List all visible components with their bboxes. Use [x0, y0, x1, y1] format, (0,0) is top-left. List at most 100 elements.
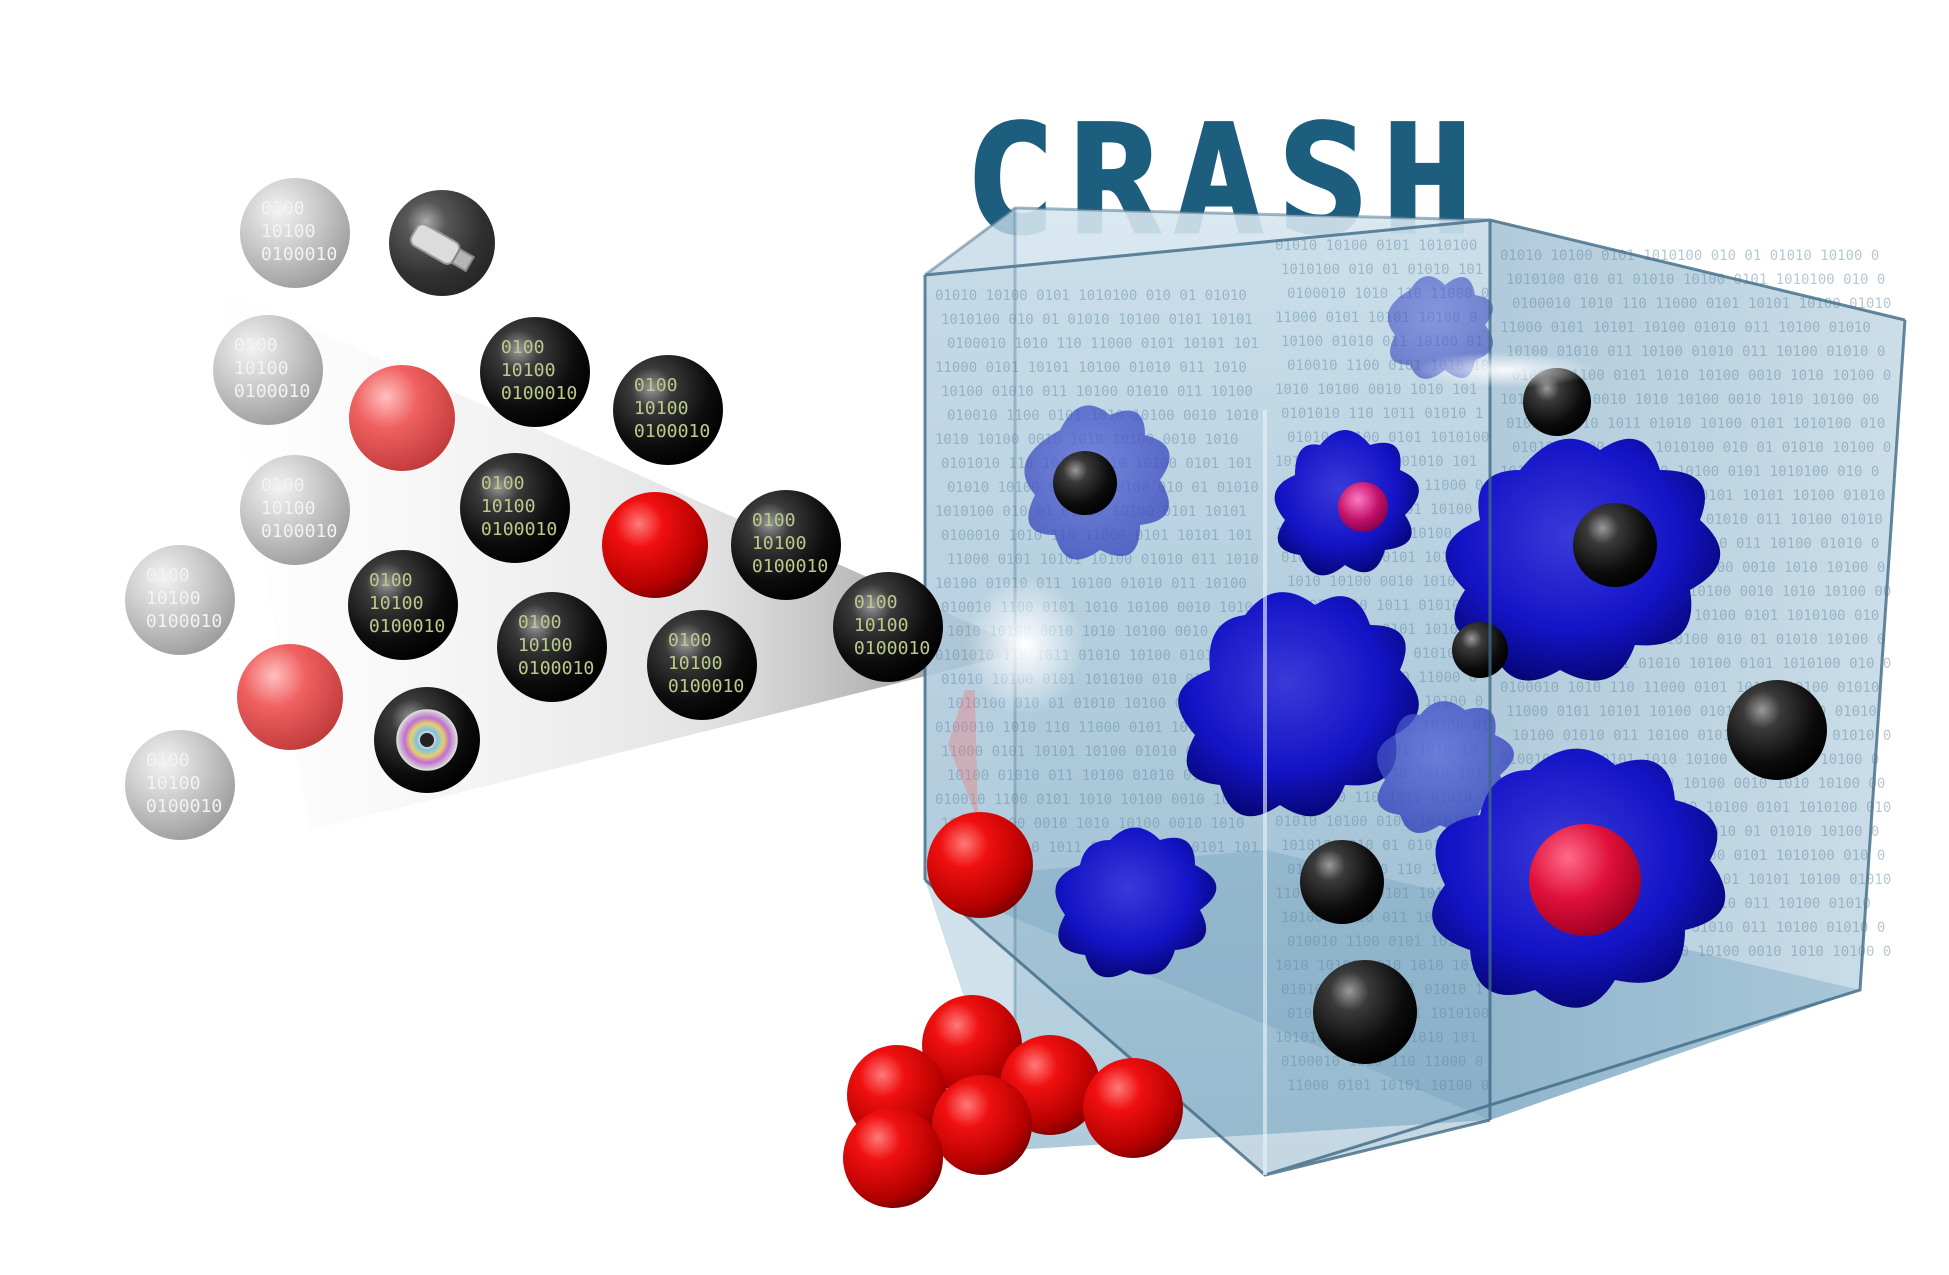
binary-digits: 0100010 — [668, 676, 744, 697]
cube-edge-shine — [1415, 352, 1595, 388]
binary-digits: 0100010 — [261, 521, 337, 542]
sphere-body — [240, 178, 350, 288]
red-motion-trail — [948, 690, 978, 820]
blob-top-faint — [1387, 276, 1493, 379]
binary-digits: 10100 — [261, 498, 316, 519]
pale-red-sphere — [237, 644, 343, 750]
binary-pattern-row: 010010 1100 0101 1010 10100 0010 1010 — [935, 792, 1247, 808]
binary-pattern-row: 1010 10100 0010 1010 101 — [1287, 574, 1489, 590]
binary-digits: 10100 — [369, 593, 424, 614]
binary-digits: 0100010 — [752, 556, 828, 577]
sphere-body — [647, 610, 757, 720]
cube-black-sphere — [1452, 622, 1508, 678]
binary-pattern-row: 10100 01010 011 10100 01010 011 10100 — [941, 384, 1253, 400]
binary-digits: 0100 — [146, 565, 190, 586]
binary-digits: 0100010 — [234, 381, 310, 402]
binary-digits: 0100010 — [854, 638, 930, 659]
binary-pattern-row: 0100010 1010 110 11000 0 — [1281, 1054, 1483, 1070]
cube-black-sphere — [1053, 451, 1117, 515]
binary-digits: 0100010 — [369, 616, 445, 637]
binary-digits: 10100 — [854, 615, 909, 636]
red-sphere — [922, 995, 1022, 1095]
binary-pattern-row: 0100010 1010 110 11000 0101 10101 10100 … — [1512, 296, 1891, 312]
outgoing-red-spheres — [843, 690, 1183, 1208]
binary-digits: 0100010 — [518, 658, 594, 679]
binary-digits: 10100 — [501, 360, 556, 381]
binary-pattern-row: 11000 0101 10101 10100 0 — [1287, 1078, 1489, 1094]
red-sphere — [932, 1075, 1032, 1175]
sphere-body — [731, 490, 841, 600]
binary-digits: 0100010 — [501, 383, 577, 404]
binary-digits: 10100 — [668, 653, 723, 674]
binary-digits: 10100 — [634, 398, 689, 419]
cube-entry-glow — [965, 575, 1085, 715]
sphere-body — [480, 317, 590, 427]
binary-digits: 0100 — [752, 510, 796, 531]
binary-digits: 0100010 — [146, 796, 222, 817]
binary-pattern-row: 10100 01010 011 10100 01010 011 10100 — [947, 768, 1259, 784]
binary-pattern-row: 0101010 110 1011 01010 10100 0101 101010… — [1506, 416, 1885, 432]
binary-digits: 0100010 — [146, 611, 222, 632]
binary-pattern-row: 0101010 110 1011 01010 1 — [1281, 406, 1483, 422]
binary-pattern-row: 0100010 1010 110 11000 0101 10101 10100 … — [1500, 680, 1879, 696]
binary-pattern-row: 10100 01010 011 10100 01010 011 10100 01… — [1506, 344, 1885, 360]
binary-digits: 10100 — [518, 635, 573, 656]
pale-red-sphere — [349, 365, 455, 471]
blob-center-big — [1178, 592, 1419, 817]
binary-pattern-row: 1010100 010 01 01010 10100 0101 10101 — [941, 312, 1253, 328]
usb-drive-sphere — [389, 190, 495, 296]
binary-pattern-row: 01010 10100 0101 1010100 010 01 01010 10… — [1500, 248, 1879, 264]
binary-digits: 0100 — [634, 375, 678, 396]
usb-drive-icon — [409, 223, 476, 273]
sphere-body — [348, 550, 458, 660]
binary-digits: 10100 — [146, 588, 201, 609]
binary-digits: 10100 — [146, 773, 201, 794]
sphere-body — [497, 592, 607, 702]
binary-pattern-row: 11000 0101 10101 10100 01010 011 10100 0… — [1500, 320, 1871, 336]
sphere-body — [213, 315, 323, 425]
binary-digits: 10100 — [261, 221, 316, 242]
binary-digits: 0100 — [261, 198, 305, 219]
blue-blobs — [1024, 276, 1726, 1008]
cube-black-sphere — [1727, 680, 1827, 780]
sphere-body — [833, 572, 943, 682]
binary-digits: 0100 — [518, 612, 562, 633]
binary-pattern-row: 10100 01010 011 10100 01010 011 10100 — [935, 576, 1247, 592]
binary-digits: 0100 — [146, 750, 190, 771]
binary-pattern-row: 01010 10100 0101 1010100 010 01 01010 — [935, 288, 1247, 304]
cube-black-sphere — [1573, 503, 1657, 587]
binary-digits: 10100 — [234, 358, 289, 379]
binary-digits: 0100 — [261, 475, 305, 496]
binary-pattern-row: 0100010 1010 110 11000 0101 10101 101 — [935, 720, 1247, 736]
cube-magenta-sphere — [1338, 482, 1388, 532]
cd-disc-icon — [396, 709, 458, 771]
binary-digits: 10100 — [752, 533, 807, 554]
cube-black-sphere — [1313, 960, 1417, 1064]
binary-digits: 10100 — [481, 496, 536, 517]
binary-digits: 0100 — [668, 630, 712, 651]
binary-digits: 0100010 — [634, 421, 710, 442]
red-sphere — [1083, 1058, 1183, 1158]
cd-disc-sphere — [374, 687, 480, 793]
sphere-body — [240, 455, 350, 565]
binary-pattern-row: 010010 1100 0101 1010 10100 0010 1010 10… — [1512, 368, 1891, 384]
binary-digits: 0100 — [234, 335, 278, 356]
binary-pattern-row: 1010100 010 01 01010 101 — [1281, 262, 1483, 278]
binary-pattern-row: 11000 0101 10101 10100 01010 011 1010 — [935, 360, 1247, 376]
binary-pattern-row: 1010 10100 0010 1010 10100 0010 1010 101… — [1500, 392, 1879, 408]
blob-center-faint — [1377, 701, 1514, 833]
red-sphere — [602, 492, 708, 598]
binary-digits: 0100 — [481, 473, 525, 494]
binary-digits: 0100 — [854, 592, 898, 613]
sphere-body — [613, 355, 723, 465]
binary-pattern-row: 010010 1100 0101 1010 10 — [1287, 934, 1489, 950]
